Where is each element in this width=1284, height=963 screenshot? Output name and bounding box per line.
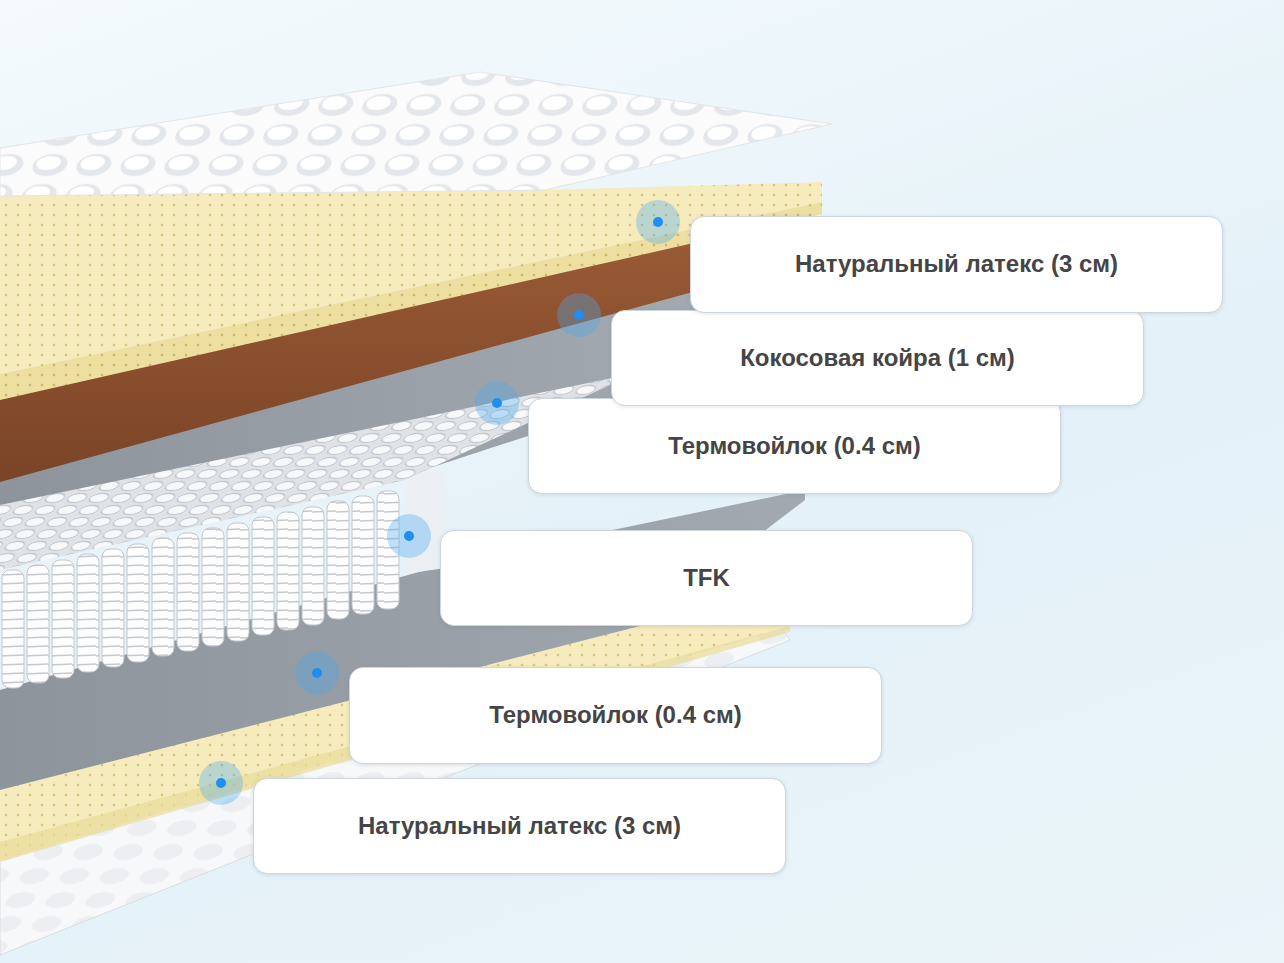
callout-box: Термовойлок (0.4 см) [349, 667, 882, 764]
callout-box: TFK [440, 530, 973, 626]
callout-text: Термовойлок (0.4 см) [652, 432, 937, 461]
callout-box: Кокосовая койра (1 см) [611, 310, 1144, 406]
callout-box: Термовойлок (0.4 см) [528, 398, 1061, 494]
callout-text: Термовойлок (0.4 см) [473, 701, 758, 730]
callout-text: TFK [667, 564, 746, 593]
callout-box: Натуральный латекс (3 см) [690, 216, 1223, 313]
callout-text: Натуральный латекс (3 см) [779, 250, 1134, 279]
callout-text: Натуральный латекс (3 см) [342, 812, 697, 841]
callout-text: Кокосовая койра (1 см) [724, 344, 1031, 373]
callout-box: Натуральный латекс (3 см) [253, 778, 786, 874]
